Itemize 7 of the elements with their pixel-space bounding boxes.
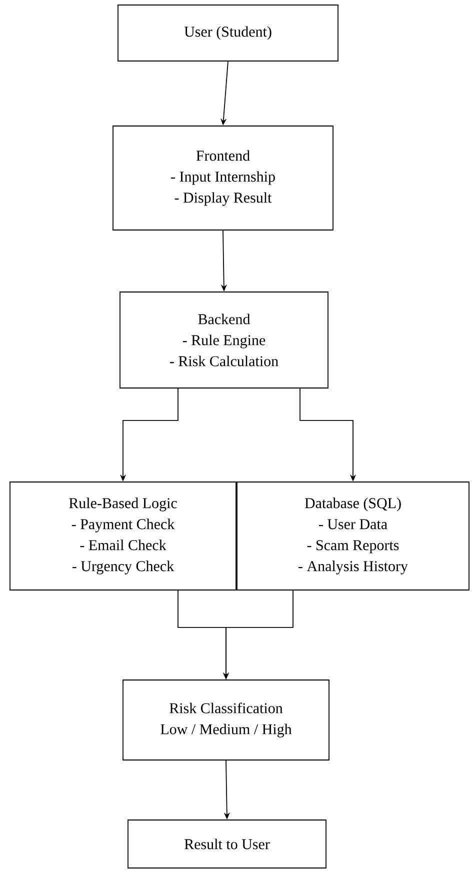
- process-box: Database (SQL) - User Data - Scam Reports - Analysis History: [236, 482, 470, 590]
- process-box: Result to User: [128, 820, 326, 868]
- process-box: Risk Classification Low / Medium / High: [122, 680, 330, 760]
- process-box: Rule-Based Logic - Payment Check - Email Check - Urgency Check: [10, 482, 236, 590]
- process-box: Frontend - Input Internship - Display Result: [112, 126, 334, 230]
- process-box: User (Student): [118, 4, 338, 62]
- process-box: Backend - Rule Engine - Risk Calculation: [120, 292, 328, 388]
